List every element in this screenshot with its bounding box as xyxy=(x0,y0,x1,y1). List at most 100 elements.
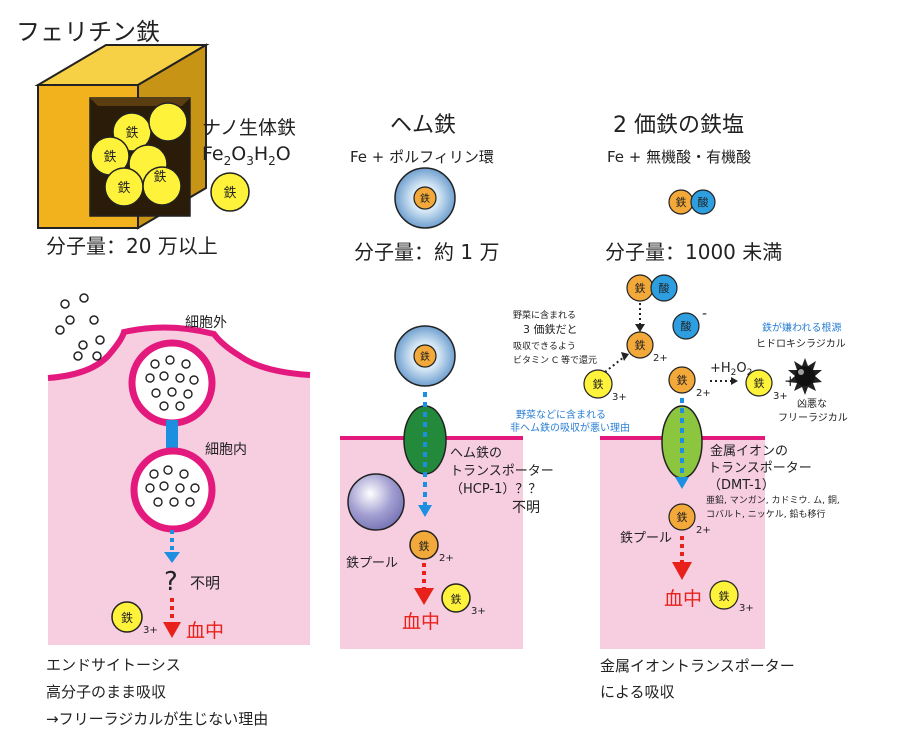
ferritin-membrane xyxy=(47,324,311,381)
salt-title: 2 価鉄の鉄塩 xyxy=(613,113,744,138)
iron-label: 鉄 xyxy=(223,186,236,201)
iron-label: 鉄 xyxy=(677,373,688,387)
bad-label-1: 凶悪な xyxy=(797,398,827,410)
dotted-arrow-red-head xyxy=(163,622,181,638)
salt-red-arrow-head xyxy=(672,562,692,580)
heme-sub: Fe + ポルフィリン環 xyxy=(350,148,494,166)
ferritin-caption-1: エンドサイトーシス xyxy=(46,656,181,674)
dotted-arrow-blue-head xyxy=(164,552,180,563)
acid-label: 酸 xyxy=(698,195,709,209)
heme-transporter-label-3: （HCP-1）？？ xyxy=(450,482,541,497)
salt-caption-2: による吸収 xyxy=(600,683,675,701)
acid-label: 酸 xyxy=(681,319,692,333)
heme-blood-label: 血中 xyxy=(402,611,440,633)
heme-iron-core xyxy=(413,186,437,210)
salt-caption-1: 金属イオントランスポーター xyxy=(600,657,795,675)
reduction-arrow xyxy=(604,356,625,373)
iron-label: 鉄 xyxy=(635,281,646,295)
fe2-pool-ball xyxy=(668,503,696,531)
fe3-ball-2 xyxy=(745,369,773,397)
heme-transporter-label-2: トランスポーター xyxy=(450,464,554,479)
salt-mw: 分子量：1000 未満 xyxy=(605,240,782,264)
dmt1-label-1: 金属イオンの xyxy=(710,443,788,459)
veg-note-3: 吸収できるよう xyxy=(513,340,576,352)
outside-particles xyxy=(55,293,105,361)
dissociation-arrow-head xyxy=(635,324,645,332)
iron-label: 鉄 xyxy=(121,610,133,625)
charge-label: 3+ xyxy=(471,606,486,617)
root-label: 鉄が嫌われる根源 xyxy=(762,321,842,334)
iron3-ball xyxy=(441,583,471,613)
iron-label: 鉄 xyxy=(117,181,130,196)
ferritin-iron-cluster: 鉄 鉄 鉄 鉄 xyxy=(90,102,188,207)
veg-note-2: 3 価鉄だと xyxy=(523,322,578,336)
iron-label: 鉄 xyxy=(635,338,646,352)
iron-label: 鉄 xyxy=(153,170,166,185)
iron2-ball xyxy=(409,530,439,560)
question-mark: ? xyxy=(164,567,178,597)
iron-label: 鉄 xyxy=(103,150,116,165)
iron-label: 鉄 xyxy=(754,376,765,390)
vesicle-particles xyxy=(145,465,200,507)
salt-pool-label: 鉄プール xyxy=(620,531,672,546)
ferritin-mw: 分子量：20 万以上 xyxy=(46,234,218,258)
fenton-arrow-head xyxy=(731,377,738,385)
charge-label: 2+ xyxy=(696,525,711,536)
heme-title: ヘム鉄 xyxy=(390,113,456,138)
vesicle-upper xyxy=(128,339,216,427)
reduction-arrow-head xyxy=(621,352,629,361)
radical-label: ヒドロキシラジカル xyxy=(756,338,846,350)
ferritin-title: フェリチン鉄 xyxy=(16,18,160,46)
metals-note-1: 亜鉛, マンガン, カドミウ. ム, 銅, xyxy=(706,494,840,506)
minus-sign: - xyxy=(702,306,707,322)
heme-pool-label: 鉄プール xyxy=(346,556,398,571)
h2o2-label: +H2O2 xyxy=(710,361,752,378)
bad-label-2: フリーラジカル xyxy=(778,412,848,424)
fe3-blood-ball xyxy=(709,580,739,610)
vesicle-particles xyxy=(145,355,199,411)
formula: Fe2O3H2O xyxy=(202,143,291,168)
charge-label: 3+ xyxy=(612,392,627,403)
charge-label: 2+ xyxy=(653,353,668,364)
salt-acid xyxy=(690,189,716,215)
heme-unknown: 不明 xyxy=(512,500,540,516)
charge-label: 3+ xyxy=(773,391,788,402)
iron-label: 鉄 xyxy=(677,510,688,524)
iron3-ball xyxy=(111,601,143,633)
ferritin-cube: 鉄 鉄 鉄 鉄 xyxy=(34,43,210,230)
blue-note-2: 非ヘム鉄の吸収が悪い理由 xyxy=(510,421,630,434)
ferritin-caption-3: →フリーラジカルが生じない理由 xyxy=(46,710,268,728)
blood-label: 血中 xyxy=(186,620,224,642)
fe2-ball-2 xyxy=(668,366,696,394)
ferritin-caption-2: 高分子のまま吸収 xyxy=(46,683,166,701)
iron-label: 鉄 xyxy=(419,539,430,553)
fe2-ball xyxy=(626,331,654,359)
iron-label: 鉄 xyxy=(676,195,687,209)
metals-note-2: コバルト, ニッケル, 鉛も移行 xyxy=(706,508,825,520)
vesicle-lower xyxy=(130,447,216,533)
veg-note-4: ビタミン C 等で還元 xyxy=(513,354,597,366)
unknown-label: 不明 xyxy=(190,574,220,592)
iron-label: 鉄 xyxy=(593,377,604,391)
charge-label: 2+ xyxy=(696,388,711,399)
salt-blood-label: 血中 xyxy=(664,588,702,610)
iron-label: 鉄 xyxy=(719,589,730,603)
iron-label: 鉄 xyxy=(420,350,430,363)
outside-label: 細胞外 xyxy=(185,315,227,331)
nano-iron-ball xyxy=(210,172,250,212)
charge-label: 3+ xyxy=(143,625,158,636)
charge-label: 2+ xyxy=(439,553,454,564)
iron-pool-sphere xyxy=(347,473,405,531)
nano-iron-label: ナノ生体鉄 xyxy=(202,117,296,139)
heme-red-arrow-head xyxy=(414,588,434,605)
iron-label: 鉄 xyxy=(451,592,462,606)
heme-iron-core xyxy=(413,344,437,368)
acid-label: 酸 xyxy=(659,281,670,295)
free-acid xyxy=(672,312,700,340)
heme-transporter-label-1: ヘム鉄の xyxy=(450,446,502,461)
inside-label: 細胞内 xyxy=(205,442,247,458)
iron-label: 鉄 xyxy=(420,192,430,205)
dmt1-label-2: トランスポーター xyxy=(708,461,812,476)
hydroxyl-radical-icon xyxy=(788,358,822,395)
